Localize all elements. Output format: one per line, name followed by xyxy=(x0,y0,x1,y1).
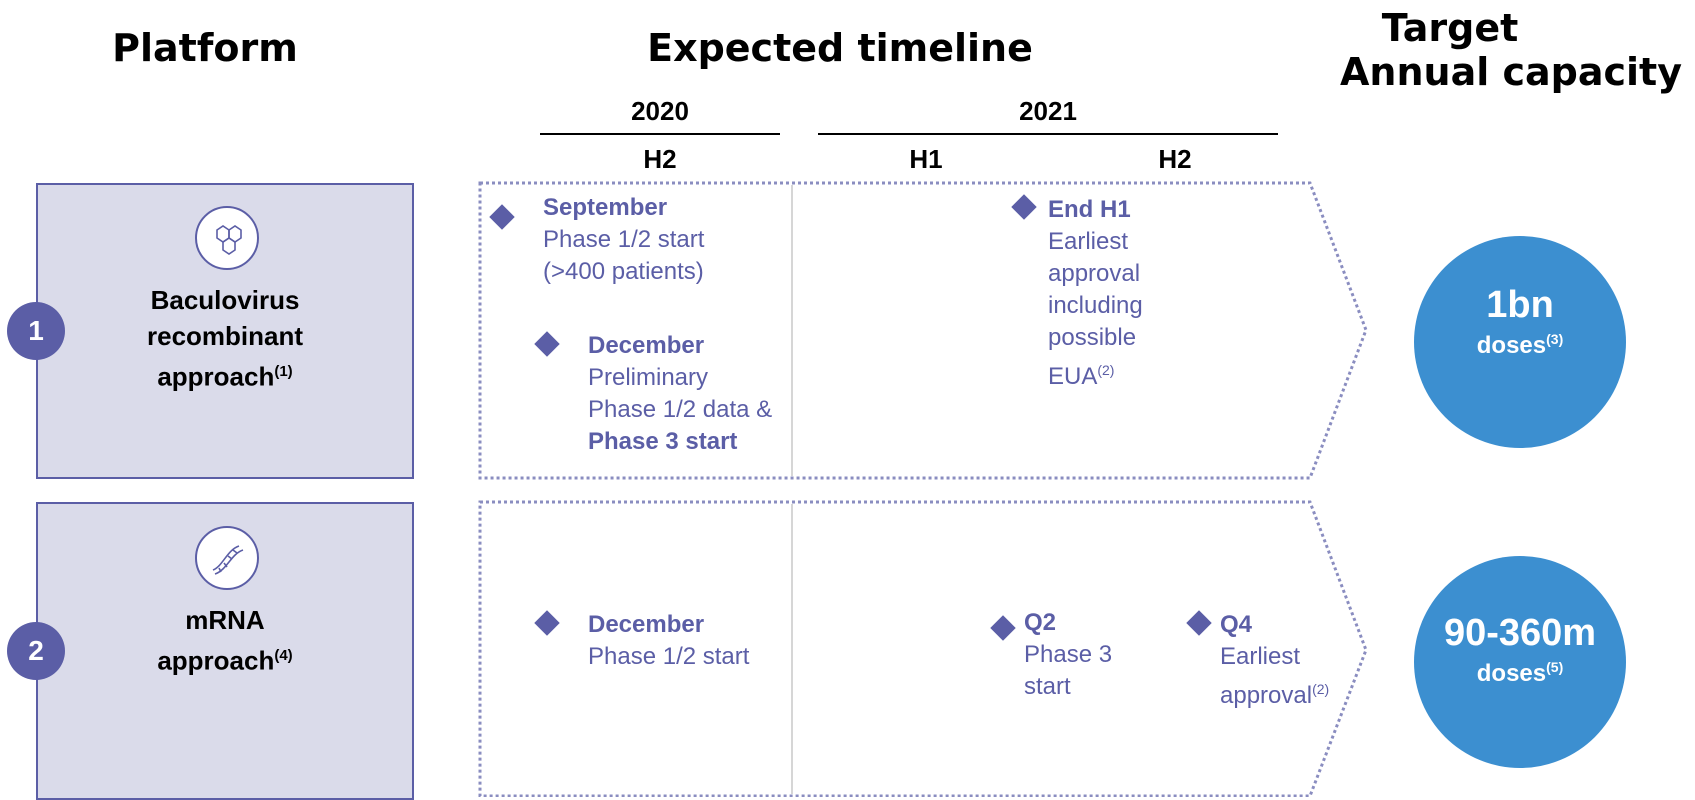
event-q2: Q2 Phase 3 start xyxy=(1024,609,1113,700)
capacity-circle-baculovirus: 1bn doses(3) xyxy=(1414,236,1626,448)
capacity-header-line1: Target xyxy=(1381,6,1519,50)
year-label-2020: 2020 xyxy=(631,96,689,126)
molecule-icon xyxy=(195,206,259,270)
event-september: September Phase 1/2 start (>400 patients… xyxy=(543,194,705,285)
platform-label-mrna: mRNA approach(4) xyxy=(157,605,293,676)
half-label-2020-h2: H2 xyxy=(643,144,677,174)
dna-icon xyxy=(195,526,259,590)
platform-label-baculovirus: Baculovirus recombinant approach(1) xyxy=(146,285,304,392)
event-q4: Q4 Earliest approval(2) xyxy=(1220,611,1330,709)
timeline-frame-row1 xyxy=(478,181,1368,480)
timeline-frame-row2 xyxy=(478,500,1368,797)
half-label-2021-h2: H2 xyxy=(1158,144,1192,174)
year-rule-2021 xyxy=(818,133,1278,135)
event-december-row1: December Preliminary Phase 1/2 data & Ph… xyxy=(588,332,773,455)
timeline-header: Expected timeline xyxy=(647,26,1033,70)
platform-number-2: 2 xyxy=(7,622,65,680)
capacity-header-line2: Annual capacity xyxy=(1340,50,1682,94)
event-december-row2: December Phase 1/2 start xyxy=(588,611,750,670)
half-label-2021-h1: H1 xyxy=(909,144,943,174)
capacity-circle-mrna: 90-360m doses(5) xyxy=(1414,556,1626,768)
platform-header: Platform xyxy=(112,26,298,70)
year-rule-2020 xyxy=(540,133,780,135)
platform-number-1: 1 xyxy=(7,302,65,360)
event-end-h1: End H1 Earliest approval including possi… xyxy=(1048,196,1143,390)
year-label-2021: 2021 xyxy=(1019,96,1077,126)
